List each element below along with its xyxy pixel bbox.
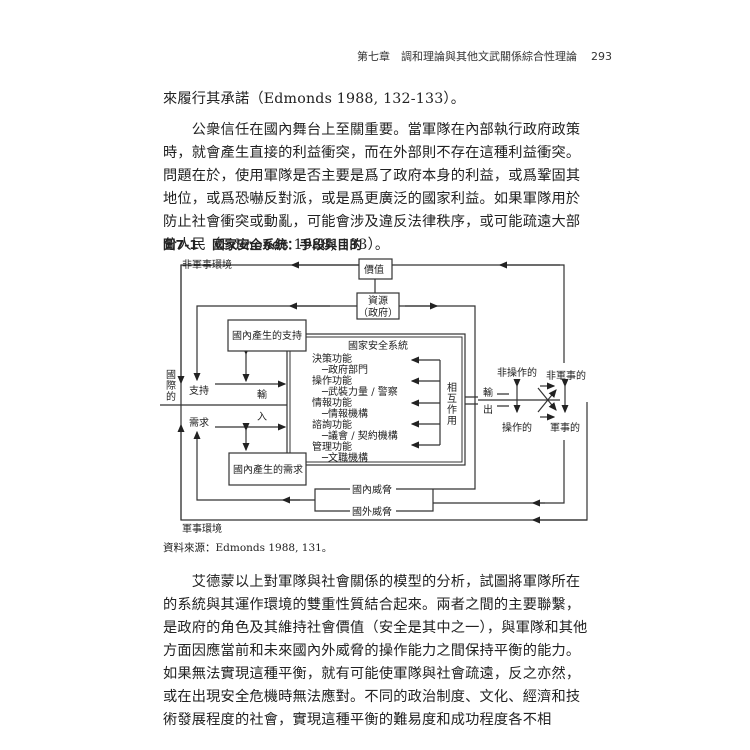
- function-item: 決策功能: [312, 352, 352, 365]
- char: 作: [447, 404, 457, 416]
- foreign-threat-bg: [350, 504, 396, 518]
- support-label: 支持: [189, 384, 209, 397]
- char: 際: [166, 380, 176, 392]
- figure-caption: 圖7-1 國家安全系統：手段與目的: [163, 234, 362, 253]
- function-item: ─文職機構: [312, 451, 368, 464]
- function-list: 決策功能 ─政府部門 操作功能 ─武裝力量 / 警察 情報功能 ─情報機構 諮詢…: [312, 352, 398, 464]
- function-item: 操作功能: [312, 374, 352, 387]
- function-item: 管理功能: [312, 440, 352, 453]
- page-number: 293: [591, 50, 612, 63]
- demand-label: 需求: [189, 417, 209, 429]
- function-item: ─情報機構: [312, 407, 368, 420]
- paragraph: 來履行其承諾（Edmonds 1988, 132-133）。: [163, 91, 466, 107]
- system-title: 國家安全系統: [348, 339, 408, 352]
- non-military-environment-label: 非軍事環境: [182, 258, 232, 271]
- non-military-label: 非軍事的: [546, 369, 586, 382]
- operational-label: 操作的: [502, 421, 532, 434]
- function-item: ─議會 / 契約機構: [312, 429, 398, 442]
- military-label: 軍事的: [550, 421, 580, 434]
- paragraph: 艾德蒙以上對軍隊與社會關係的模型的分析，試圖將軍隊所在的系統與其運作環境的雙重性…: [163, 574, 588, 728]
- function-item: 情報功能: [312, 396, 352, 409]
- figure-number: 圖7-1: [163, 237, 199, 252]
- non-operational-label: 非操作的: [497, 366, 537, 379]
- char: 的: [166, 390, 176, 403]
- national-security-system-box: [286, 333, 466, 466]
- figure-source: 資料來源：Edmonds 1988, 131。: [163, 542, 333, 554]
- international-label: 國 際 的: [166, 369, 176, 403]
- input-label-2: 入: [257, 412, 267, 423]
- figure-title: 國家安全系統：手段與目的: [212, 237, 363, 252]
- resources-box: [356, 292, 400, 320]
- input-label-1: 輸: [257, 388, 267, 401]
- foreign-threat-label: 國外威脅: [352, 505, 392, 518]
- running-header: 第七章 調和理論與其他文武關係綜合性理論 293: [357, 48, 612, 64]
- function-item: ─政府部門: [312, 363, 368, 376]
- output-label-1: 輸: [483, 386, 493, 399]
- char: 用: [447, 416, 457, 427]
- function-item: 諮詢功能: [312, 418, 352, 431]
- char: 互: [447, 393, 457, 405]
- char: 相: [447, 381, 457, 394]
- char: 國: [166, 369, 176, 381]
- domestic-demand-label: 國內產生的需求: [233, 463, 303, 476]
- domestic-demand-box: [228, 452, 307, 486]
- output-label-2: 出: [483, 403, 493, 416]
- domestic-threat-label: 國內威脅: [352, 483, 392, 496]
- function-item: ─武裝力量 / 警察: [312, 385, 398, 398]
- values-label: 價值: [364, 263, 384, 276]
- domestic-threat-bg: [350, 482, 396, 496]
- domestic-support-label: 國內產生的支持: [232, 329, 302, 342]
- paragraph: 公衆信任在國內舞台上至關重要。當軍隊在內部執行政府政策時，就會產生直接的利益衝突…: [163, 122, 581, 253]
- resources-label: 資源: [368, 294, 388, 307]
- military-environment-label: 軍事環境: [182, 522, 222, 535]
- government-label: （政府）: [358, 306, 398, 319]
- values-box: [358, 258, 393, 280]
- interaction-label: 相 互 作 用: [447, 381, 457, 427]
- domestic-support-box: [227, 319, 307, 352]
- chapter-title: 第七章 調和理論與其他文武關係綜合性理論: [357, 50, 577, 63]
